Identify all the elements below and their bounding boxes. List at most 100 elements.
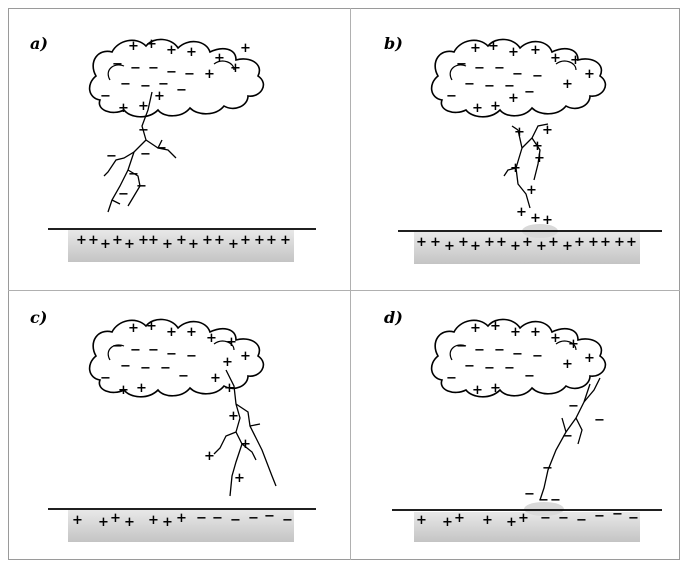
charge-plus: +	[176, 511, 187, 526]
charge-minus: −	[282, 513, 293, 528]
charge-minus: −	[504, 79, 515, 94]
charge-plus: +	[204, 449, 215, 464]
charge-minus: −	[512, 347, 523, 362]
charge-plus: +	[88, 233, 99, 248]
charge-plus: +	[110, 511, 121, 526]
ground-charges: + + + + + + + + + + + + + + + + +	[76, 233, 291, 252]
charge-plus: +	[530, 43, 541, 58]
ground-charges: + + + + + + + − − − − − −	[72, 509, 293, 530]
charge-plus: +	[210, 371, 221, 386]
charge-minus: −	[166, 65, 177, 80]
charge-plus: +	[186, 325, 197, 340]
charge-plus: +	[600, 235, 611, 250]
charge-minus: −	[558, 511, 569, 526]
charge-minus: −	[140, 79, 151, 94]
charge-plus: +	[214, 51, 225, 66]
charge-plus: +	[548, 235, 559, 250]
charge-plus: +	[112, 233, 123, 248]
charge-minus: −	[550, 493, 561, 508]
charge-minus: −	[100, 371, 111, 386]
charge-minus: −	[166, 347, 177, 362]
charge-plus: +	[138, 233, 149, 248]
charge-minus: −	[512, 67, 523, 82]
panel-a: + + + + + + + + + + + − − − − − − − − −	[48, 37, 316, 262]
charge-plus: +	[176, 233, 187, 248]
charge-plus: +	[72, 513, 83, 528]
charge-minus: −	[130, 343, 141, 358]
leader-charges: + + + + +	[204, 381, 251, 486]
charge-minus: −	[464, 77, 475, 92]
charge-minus: −	[474, 61, 485, 76]
ground-charges: + + + + + + − − − − − −	[416, 507, 639, 530]
charge-plus: +	[510, 161, 521, 176]
figure-frame	[8, 8, 680, 560]
charge-plus: +	[444, 239, 455, 254]
charge-plus: +	[506, 515, 517, 530]
charge-minus: −	[494, 61, 505, 76]
charge-plus: +	[562, 77, 573, 92]
cloud-charges: + + + + + + + + + + + − − − − − − − − −	[100, 319, 251, 398]
charge-plus: +	[136, 381, 147, 396]
charge-plus: +	[148, 513, 159, 528]
charge-minus: −	[130, 61, 141, 76]
lightning-icon	[213, 369, 277, 497]
charge-minus: −	[118, 187, 129, 202]
charge-minus: −	[212, 511, 223, 526]
charge-minus: −	[184, 67, 195, 82]
charge-minus: −	[562, 429, 573, 444]
charge-minus: −	[140, 147, 151, 162]
charge-plus: +	[416, 513, 427, 528]
charge-plus: +	[128, 321, 139, 336]
charge-plus: +	[188, 237, 199, 252]
ground-icon	[398, 224, 662, 264]
charge-plus: +	[584, 67, 595, 82]
charge-plus: +	[166, 325, 177, 340]
charge-plus: +	[626, 235, 637, 250]
charge-minus: −	[532, 69, 543, 84]
charge-minus: −	[474, 343, 485, 358]
charge-minus: −	[524, 85, 535, 100]
charge-minus: −	[446, 371, 457, 386]
charge-minus: −	[576, 513, 587, 528]
panel-label-d: d)	[384, 308, 403, 327]
charge-minus: −	[628, 511, 639, 526]
cloud-charges: + + + + + + + + + + − − − − − − − − − −	[446, 319, 595, 398]
charge-plus: +	[76, 233, 87, 248]
charge-plus: +	[442, 515, 453, 530]
charge-plus: +	[516, 205, 527, 220]
charge-plus: +	[214, 233, 225, 248]
ground-icon	[48, 228, 316, 262]
horizontal-divider	[8, 290, 680, 291]
charge-plus: +	[148, 233, 159, 248]
panel-c: + + + + + + + + + + + − − − − − − − − −	[48, 318, 316, 542]
charge-plus: +	[204, 67, 215, 82]
charge-plus: +	[530, 211, 541, 226]
charge-plus: +	[118, 101, 129, 116]
charge-minus: −	[106, 149, 117, 164]
charge-minus: −	[484, 361, 495, 376]
charge-minus: −	[140, 361, 151, 376]
charge-plus: +	[222, 355, 233, 370]
charge-minus: −	[196, 511, 207, 526]
charge-plus: +	[490, 99, 501, 114]
charge-minus: −	[484, 79, 495, 94]
charge-plus: +	[224, 381, 235, 396]
streamer-charges: + + + + + + + + +	[510, 123, 553, 228]
charge-plus: +	[490, 319, 501, 334]
charge-plus: +	[154, 89, 165, 104]
ground-icon	[48, 508, 316, 542]
charge-plus: +	[166, 43, 177, 58]
charge-minus: −	[112, 57, 123, 72]
charge-minus: −	[456, 339, 467, 354]
charge-plus: +	[226, 335, 237, 350]
lightning-icon	[503, 123, 549, 209]
vertical-divider	[350, 8, 351, 560]
charge-minus: −	[446, 89, 457, 104]
charge-minus: −	[538, 493, 549, 508]
charge-plus: +	[490, 381, 501, 396]
charge-plus: +	[472, 101, 483, 116]
charge-minus: −	[136, 179, 147, 194]
charge-minus: −	[524, 369, 535, 384]
